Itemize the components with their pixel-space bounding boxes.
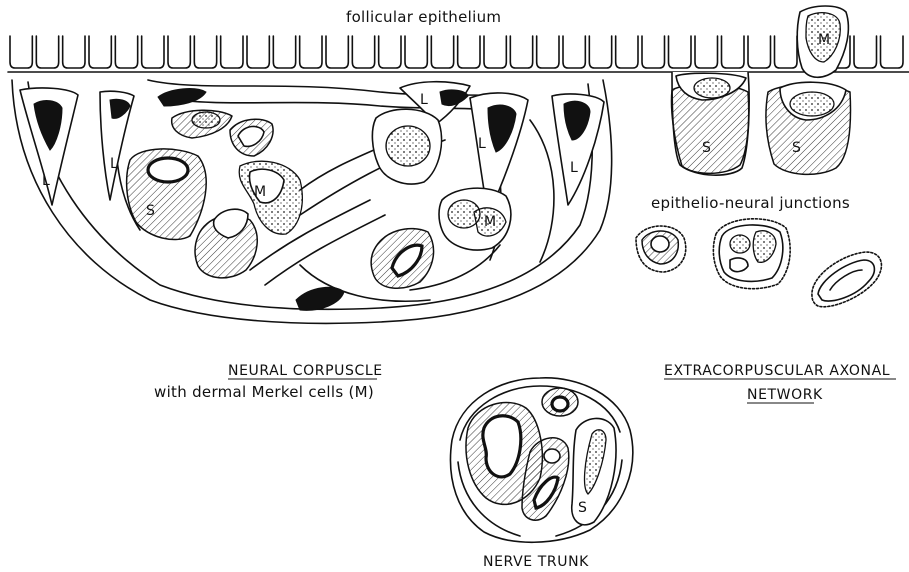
epithelial-cell <box>89 36 111 68</box>
nerve-trunk-label: NERVE TRUNK <box>483 554 589 570</box>
follicular-epithelium <box>8 36 909 72</box>
epithelial-cell <box>36 36 58 68</box>
neural-corpuscle: L L L L L <box>12 80 612 323</box>
lamellar-cell: L <box>20 88 78 205</box>
epithelial-cell <box>881 36 904 68</box>
letter-l: L <box>110 156 118 172</box>
epithelial-cell <box>405 36 427 68</box>
letter-l: L <box>570 160 578 176</box>
epithelial-cell <box>775 36 798 68</box>
epithelial-cell <box>115 36 137 68</box>
epithelial-cell <box>63 36 85 68</box>
letter-m: M <box>484 214 496 230</box>
epithelial-cell <box>10 36 32 68</box>
axon-complex <box>195 209 257 278</box>
neural-corpuscle-title: NEURAL CORPUSCLE <box>228 363 383 379</box>
epithelio-neural-junctions: S M S epithelio-neural junctions <box>651 6 850 212</box>
epithelial-cell <box>854 36 877 68</box>
epithelial-cell <box>669 36 692 68</box>
lamellar-cell <box>158 89 206 106</box>
epithelial-cell <box>431 36 453 68</box>
axon-terminal <box>172 110 232 138</box>
nerve-trunk: S <box>450 378 632 542</box>
junctions-label: epithelio-neural junctions <box>651 194 850 212</box>
epithelial-cell <box>642 36 665 68</box>
letter-s: S <box>702 140 711 156</box>
merkel-cell: M <box>439 188 511 250</box>
epithelial-cell <box>695 36 718 68</box>
network-title-line1: EXTRACORPUSCULAR AXONAL <box>664 363 890 379</box>
schwann-cell: S <box>572 418 616 524</box>
epithelial-cell <box>537 36 559 68</box>
axon-profile <box>371 229 434 289</box>
follicular-epithelium-label: follicular epithelium <box>346 8 501 26</box>
lamellar-cell: L <box>552 94 604 205</box>
epithelial-cell <box>300 36 322 68</box>
epithelial-cell <box>247 36 269 68</box>
lamellar-cell-bottom <box>296 287 344 310</box>
network-title-line2: NETWORK <box>747 387 823 403</box>
junction-left: S <box>671 72 749 175</box>
epithelial-cell <box>563 36 585 68</box>
axon-terminal <box>230 119 273 156</box>
letter-s: S <box>578 500 587 516</box>
axon-profile <box>812 252 882 307</box>
epithelial-cell <box>168 36 190 68</box>
epithelial-cell <box>589 36 611 68</box>
axon-profile <box>372 109 441 184</box>
letter-l: L <box>478 136 486 152</box>
epithelial-cell <box>142 36 164 68</box>
letter-m: M <box>254 184 266 200</box>
epithelial-cell <box>748 36 771 68</box>
extracorpuscular-network <box>636 219 881 307</box>
epithelial-cell <box>379 36 401 68</box>
letter-l: L <box>42 173 50 189</box>
epithelial-cell <box>616 36 638 68</box>
epithelial-cell <box>326 36 348 68</box>
epithelial-cell <box>458 36 480 68</box>
epithelial-cells <box>10 36 903 68</box>
schwann-cell: S <box>127 149 207 240</box>
junction-right: M S <box>766 6 850 174</box>
axon-profile <box>542 388 578 416</box>
epithelial-cell <box>722 36 745 68</box>
epithelial-cell <box>484 36 506 68</box>
letter-l: L <box>420 92 428 108</box>
epithelial-cell <box>273 36 295 68</box>
letter-m: M <box>818 32 830 48</box>
neural-corpuscle-subtitle: with dermal Merkel cells (M) <box>154 383 374 401</box>
epithelial-cell <box>510 36 532 68</box>
epithelial-cell <box>194 36 216 68</box>
axon-complex <box>713 219 790 289</box>
epithelial-cell <box>352 36 374 68</box>
epithelial-cell <box>221 36 243 68</box>
letter-s: S <box>146 203 155 219</box>
axon-profile <box>636 226 686 272</box>
letter-s: S <box>792 140 801 156</box>
